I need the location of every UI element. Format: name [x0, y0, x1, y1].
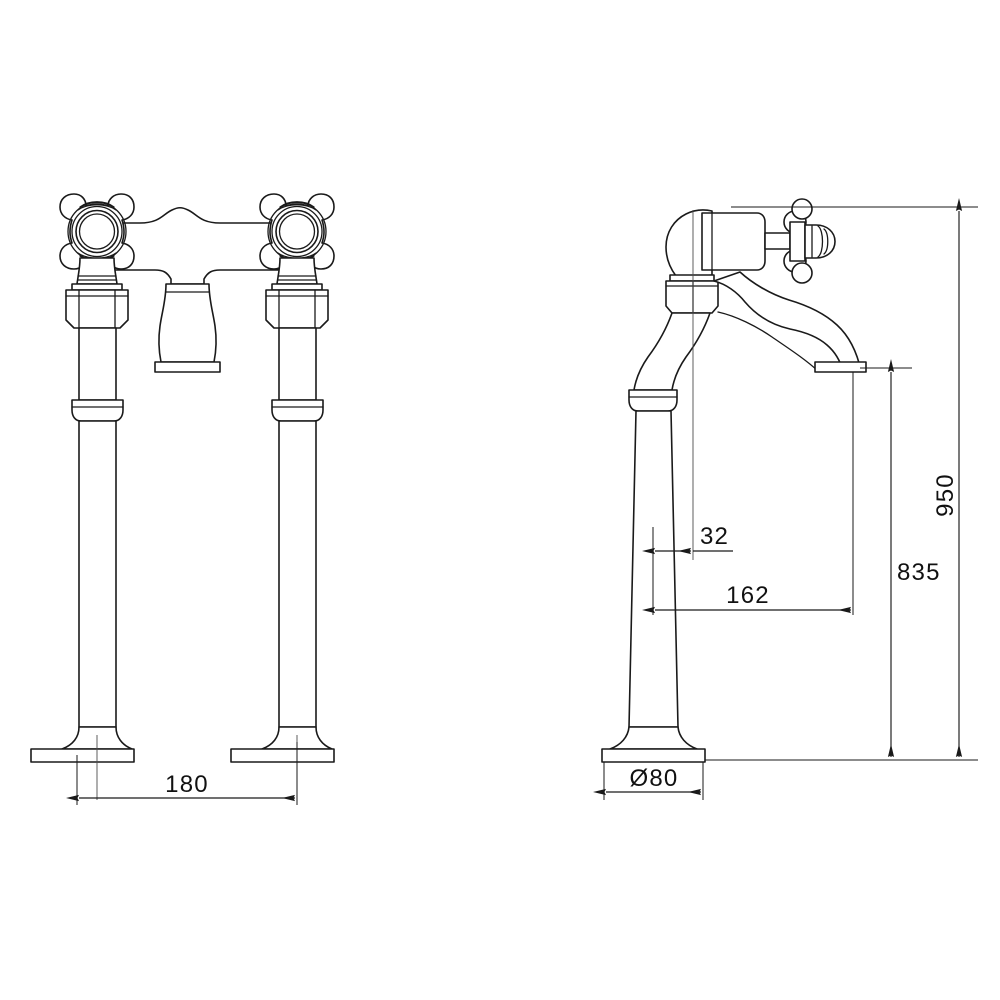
dimension-label-overall-height: 950 [932, 473, 959, 517]
spout-outlet [814, 361, 867, 373]
swan-neck-spout [713, 271, 867, 373]
dimension-overall-height: 950 [705, 198, 978, 761]
leg-collar-side [628, 389, 678, 412]
hex-nut-side [665, 274, 719, 314]
side-elevation-view: Ø80 32 162 835 950 [593, 198, 978, 800]
dimension-leg-spacing: 180 [66, 742, 298, 805]
dimension-label-spout-reach: 162 [726, 582, 770, 609]
cross-head-handle-right [259, 193, 335, 285]
dimension-spout-offset: 32 [642, 523, 733, 615]
leg-collar-left [71, 399, 124, 422]
base-flange-side [601, 726, 706, 763]
standpipe-leg-left [71, 327, 124, 728]
standpipe-leg-right [271, 327, 324, 728]
left-tap-assembly [30, 193, 135, 800]
cross-head-handle-left [59, 193, 135, 285]
dimension-label-spout-offset: 32 [700, 523, 729, 550]
dimension-label-spout-height: 835 [897, 559, 941, 586]
cross-head-handle-side [783, 198, 836, 284]
hex-nut-right [265, 283, 329, 329]
dimension-base-diameter: Ø80 [593, 762, 704, 800]
right-tap-assembly [230, 193, 335, 800]
bridge-body [96, 206, 279, 285]
dimension-spout-height: 835 [860, 359, 941, 757]
hex-nut-left [65, 283, 129, 329]
valve-bonnet [665, 209, 791, 278]
dimension-spout-reach: 162 [642, 372, 854, 615]
dimension-label-base-diameter: Ø80 [630, 765, 679, 792]
front-elevation-view: 180 [30, 193, 335, 805]
dimension-label-leg-spacing: 180 [165, 771, 209, 798]
handle-dome-cap [804, 224, 836, 259]
central-spout-shroud [154, 283, 221, 373]
leg-collar-right [271, 399, 324, 422]
